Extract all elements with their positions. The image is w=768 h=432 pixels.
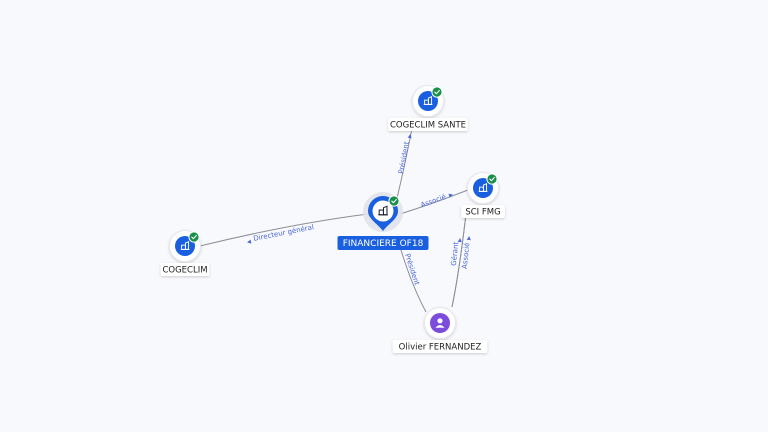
edge-arrow xyxy=(448,193,453,198)
edge-label: Président xyxy=(403,253,421,287)
edge-arrow xyxy=(247,239,252,244)
building-icon xyxy=(478,183,488,192)
edge-arrow xyxy=(466,236,471,241)
person-icon xyxy=(435,318,445,328)
node-label: FINANCIERE OF18 xyxy=(343,239,424,249)
edge-e6[interactable]: Associé xyxy=(451,204,472,308)
node-label-bg xyxy=(337,236,429,250)
edge-line xyxy=(399,189,469,215)
node-label-bg xyxy=(461,205,505,218)
check-badge-icon xyxy=(188,231,200,243)
node-cogeclim[interactable]: COGECLIM xyxy=(160,230,210,277)
node-label: COGECLIM xyxy=(162,266,207,276)
edge-label: Directeur général xyxy=(253,223,315,243)
node-label-bg xyxy=(160,263,210,276)
node-sci-fmg[interactable]: SCI FMG xyxy=(461,172,505,219)
node-olivier[interactable]: Olivier FERNANDEZ xyxy=(392,307,488,354)
node-label: Olivier FERNANDEZ xyxy=(399,343,482,353)
node-label: SCI FMG xyxy=(465,208,500,218)
building-icon xyxy=(180,241,190,250)
check-badge-icon xyxy=(486,173,498,185)
edge-line xyxy=(451,204,468,308)
node-label-bg xyxy=(392,340,488,353)
edge-e4[interactable]: Président xyxy=(397,239,427,313)
building-icon xyxy=(423,96,433,105)
edge-arrow xyxy=(407,134,412,139)
edge-label: Associé xyxy=(420,193,448,210)
check-badge-icon xyxy=(388,195,400,207)
edge-e2[interactable]: Associé xyxy=(399,189,469,215)
node-financiere[interactable]: FINANCIERE OF18 xyxy=(337,192,429,250)
node-cogeclim-sante[interactable]: COGECLIM SANTE xyxy=(388,85,468,132)
edge-label: Gérant xyxy=(450,241,460,266)
edge-line xyxy=(199,213,369,247)
node-label-bg xyxy=(388,118,468,131)
edge-arrow xyxy=(457,238,462,243)
check-badge-icon xyxy=(431,86,443,98)
building-icon xyxy=(378,205,388,216)
node-label: COGECLIM SANTE xyxy=(390,121,466,131)
edge-label: Président xyxy=(397,141,411,175)
edge-label: Associé xyxy=(461,242,472,269)
